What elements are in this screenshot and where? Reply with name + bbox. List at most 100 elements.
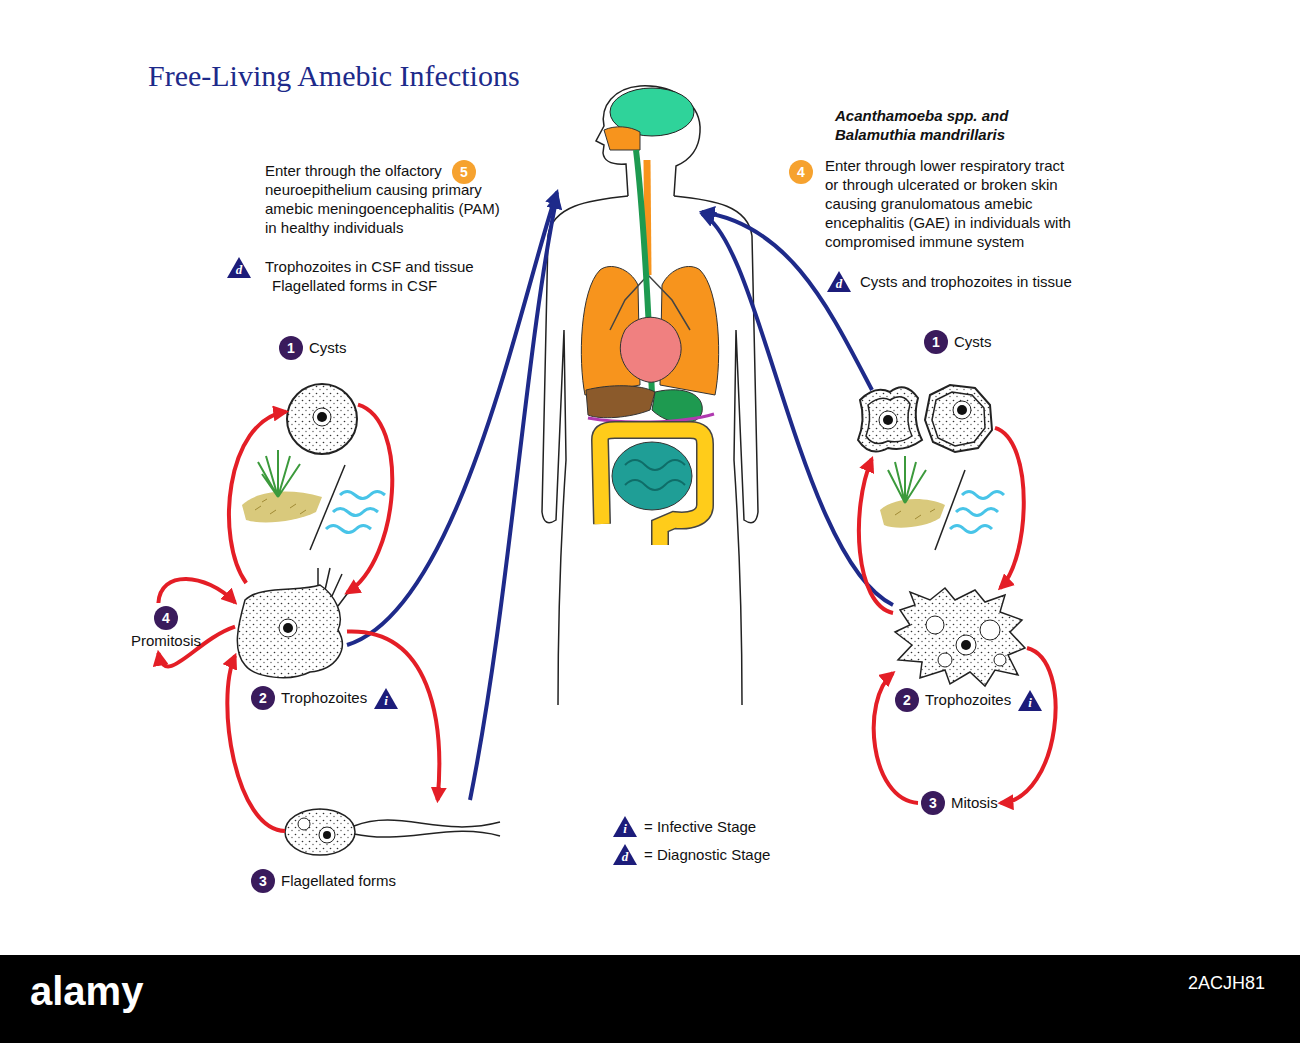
right-trophozoite bbox=[926, 616, 944, 634]
flagellated-form bbox=[285, 809, 355, 855]
legend-text: = Diagnostic Stage bbox=[644, 845, 770, 864]
stage-triangle: i bbox=[612, 815, 638, 838]
right-trophozoite bbox=[895, 588, 1025, 686]
triangle-letter: d bbox=[226, 262, 252, 278]
stage-triangle: d bbox=[226, 256, 252, 279]
step-number: 1 bbox=[279, 336, 303, 360]
note-text: Trophozoites in CSF and tissue bbox=[265, 257, 474, 276]
step-number: 2 bbox=[895, 688, 919, 712]
stage-name: Cysts bbox=[954, 333, 992, 351]
note-text: Enter through the olfactory neuroepithel… bbox=[265, 161, 510, 237]
left-habitat bbox=[255, 499, 306, 514]
stage-name: Cysts bbox=[309, 339, 347, 357]
callout-number: 4 bbox=[789, 160, 813, 184]
watermark-logo: alamy bbox=[30, 968, 143, 1014]
step-number: 4 bbox=[154, 606, 178, 630]
stage-name: Trophozoites bbox=[925, 691, 1011, 709]
right-habitat bbox=[880, 456, 1004, 550]
left-trophozoite bbox=[237, 585, 342, 678]
stage-node: 4Promitosis bbox=[128, 603, 204, 653]
left-cyst bbox=[287, 384, 357, 454]
flagellated-form bbox=[298, 818, 310, 830]
organs bbox=[625, 460, 685, 490]
left-habitat bbox=[326, 492, 385, 533]
cycle-arrow bbox=[158, 579, 235, 603]
cycle-arrow bbox=[229, 412, 286, 583]
triangle-letter: i bbox=[612, 821, 638, 837]
cycle-arrow bbox=[347, 405, 392, 593]
right-habitat bbox=[950, 492, 1004, 533]
organs bbox=[600, 430, 705, 545]
organs bbox=[588, 414, 714, 422]
right-habitat bbox=[895, 509, 935, 519]
note-text: Cysts and trophozoites in tissue bbox=[860, 272, 1072, 291]
cycle-arrow bbox=[1001, 648, 1056, 803]
right-cysts bbox=[925, 385, 992, 452]
cycle-arrow bbox=[859, 459, 893, 613]
triangle-letter: i bbox=[373, 693, 399, 709]
left-cyst bbox=[287, 384, 357, 454]
stage-name: Mitosis bbox=[951, 794, 998, 812]
organs bbox=[600, 430, 705, 545]
triangle-shape bbox=[613, 816, 637, 837]
flagellated-form bbox=[285, 809, 500, 855]
stage-triangle: d bbox=[826, 270, 852, 293]
callout-number: 5 bbox=[452, 160, 476, 184]
triangle-letter: i bbox=[1017, 695, 1043, 711]
triangle-letter: d bbox=[826, 276, 852, 292]
right-cysts bbox=[858, 387, 922, 451]
stage-label-row: 2 Trophozoites i bbox=[895, 688, 1043, 712]
stage-triangle: d bbox=[612, 843, 638, 866]
step-number: 1 bbox=[924, 330, 948, 354]
left-habitat bbox=[258, 450, 300, 497]
right-trophozoite bbox=[938, 653, 952, 667]
step-number: 2 bbox=[251, 686, 275, 710]
note-text: Enter through lower respiratory tract or… bbox=[825, 156, 1080, 251]
flagellated-form bbox=[319, 827, 335, 843]
cycle-arrow bbox=[874, 673, 918, 803]
right-cysts bbox=[932, 392, 985, 446]
stage-name: Promitosis bbox=[131, 632, 201, 650]
cycle-arrow bbox=[347, 631, 439, 800]
stage-node: 2Trophozoitesi bbox=[893, 588, 1027, 688]
organs bbox=[620, 317, 681, 382]
cycle-arrow bbox=[995, 428, 1024, 588]
right-cysts bbox=[858, 385, 992, 452]
right-trophozoite bbox=[980, 620, 1000, 640]
left-trophozoite bbox=[279, 619, 297, 637]
right-trophozoite bbox=[961, 640, 971, 650]
stage-triangle: i bbox=[1017, 689, 1043, 712]
human-figure bbox=[542, 86, 758, 705]
organs bbox=[586, 386, 655, 418]
right-cysts bbox=[883, 415, 893, 425]
image-id: 2ACJH81 bbox=[1188, 972, 1265, 994]
stage-label-row: 1 Cysts bbox=[924, 330, 992, 354]
watermark-bar bbox=[0, 955, 1300, 1043]
flagellated-form bbox=[354, 820, 500, 837]
stage-label-row: 2 Trophozoites i bbox=[251, 686, 399, 710]
stage-node: 2Trophozoitesi bbox=[235, 583, 347, 680]
right-trophozoite bbox=[956, 635, 976, 655]
right-habitat bbox=[888, 456, 926, 503]
triangle-shape bbox=[227, 257, 251, 278]
right-cysts bbox=[957, 405, 967, 415]
stage-label-row: 1 Cysts bbox=[279, 336, 347, 360]
cycle-arrow bbox=[227, 656, 285, 831]
species-name: Acanthamoeba spp. and Balamuthia mandril… bbox=[835, 106, 1035, 144]
triangle-shape bbox=[1018, 690, 1042, 711]
right-habitat bbox=[880, 499, 945, 528]
legend-text: = Infective Stage bbox=[644, 817, 756, 836]
stage-node: 1Cysts bbox=[850, 381, 995, 459]
infection-arrows bbox=[470, 196, 557, 800]
diagram-title: Free-Living Amebic Infections bbox=[148, 58, 520, 94]
organs bbox=[581, 88, 718, 545]
stage-triangle: i bbox=[373, 687, 399, 710]
left-cyst bbox=[313, 408, 331, 426]
triangle-shape bbox=[374, 688, 398, 709]
step-number: 3 bbox=[251, 869, 275, 893]
stage-name: Trophozoites bbox=[281, 689, 367, 707]
left-cyst bbox=[317, 412, 327, 422]
